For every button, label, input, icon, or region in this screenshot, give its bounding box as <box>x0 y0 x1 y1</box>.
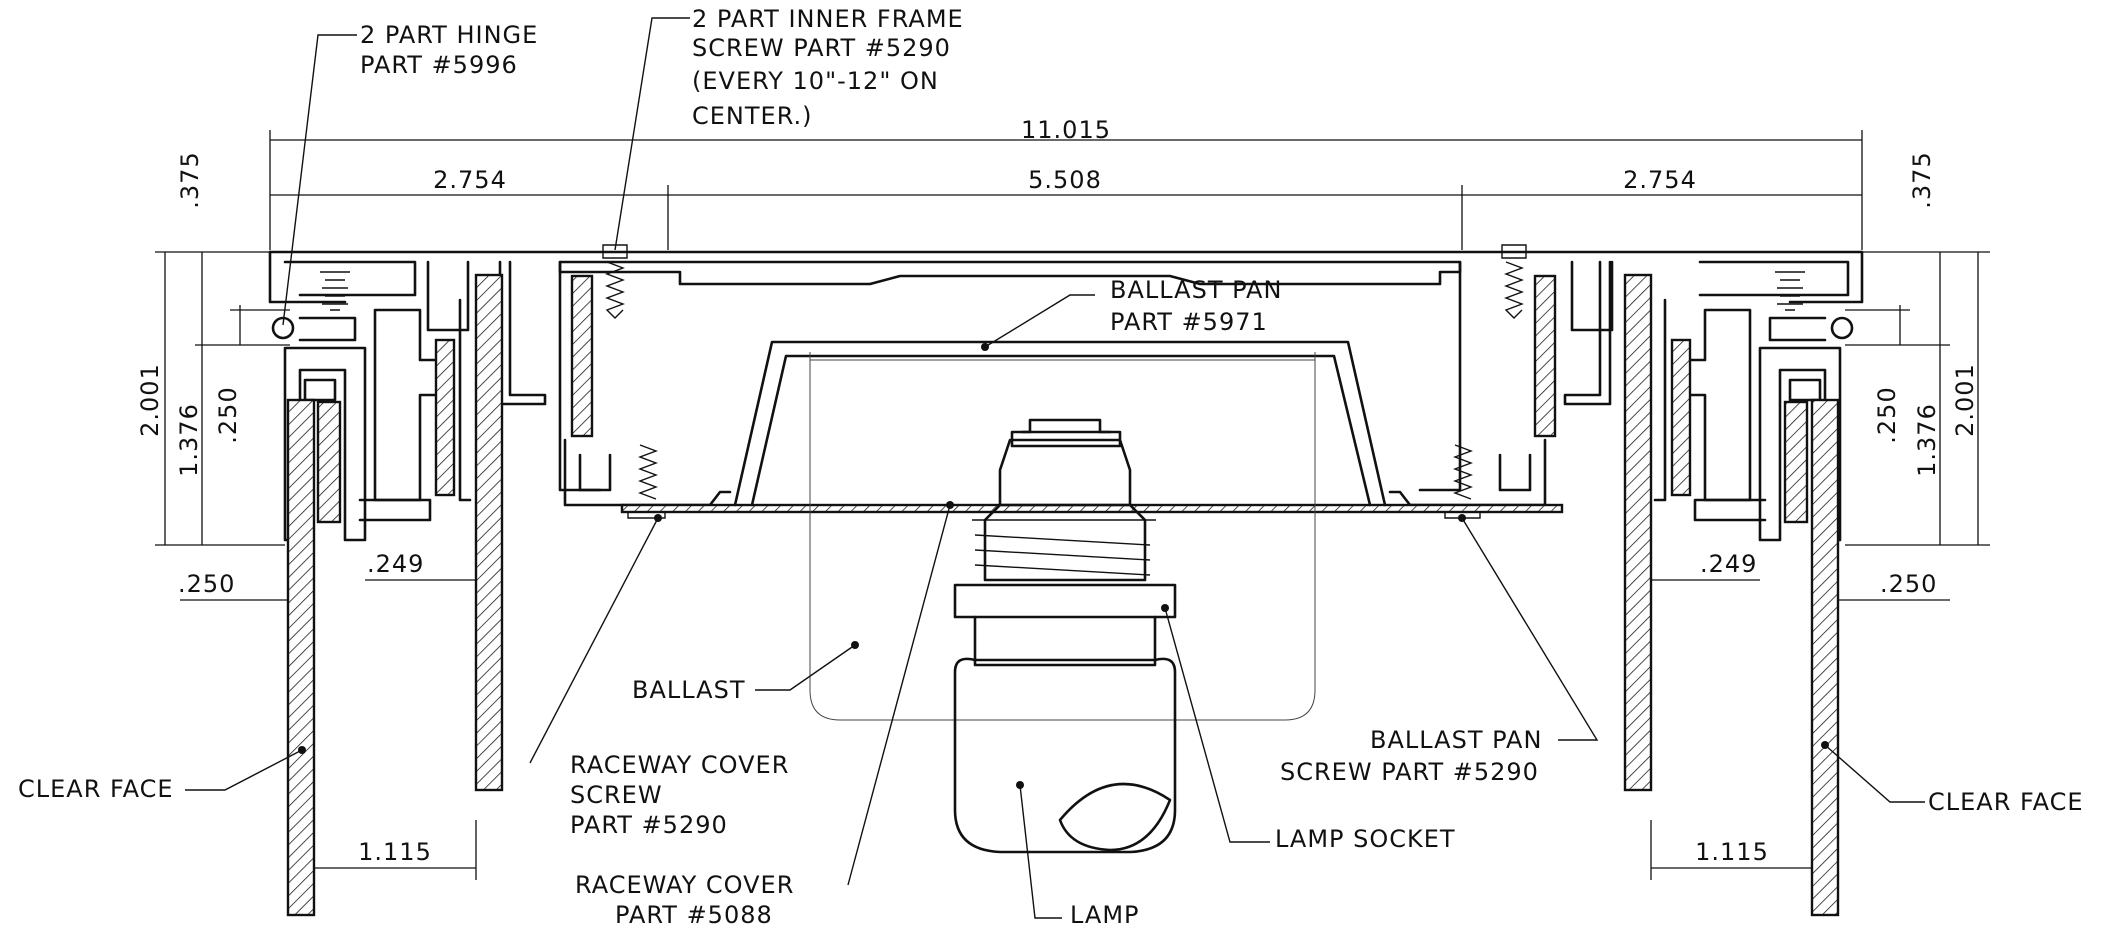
clear-face-right-inner <box>1623 273 1653 792</box>
callout-raceway-cover-screw-line2: SCREW <box>570 781 663 809</box>
callout-lamp-socket-line1: LAMP SOCKET <box>1275 825 1456 853</box>
callout-hinge-line1: 2 PART HINGE <box>360 21 538 49</box>
dim-face-spacing-right: 1.115 <box>1695 838 1769 866</box>
callout-raceway-cover-screw-line3: PART #5290 <box>570 811 728 839</box>
callout-ballast-pan-screw-line2: SCREW PART #5290 <box>1280 758 1539 786</box>
callout-clear-face-right: CLEAR FACE <box>1928 788 2084 816</box>
clear-faces <box>286 273 1840 917</box>
callout-raceway-cover: RACEWAY COVER PART #5088 <box>575 871 794 929</box>
dim-top-offset-right: .375 <box>1908 151 1936 208</box>
dim-face-spacing-left: 1.115 <box>358 838 432 866</box>
callout-lamp-socket: LAMP SOCKET <box>1275 825 1456 853</box>
clear-face-left-outer <box>286 398 316 917</box>
callout-inner-frame-screw-line4: CENTER.) <box>692 102 813 130</box>
callout-ballast-pan-screw: BALLAST PAN SCREW PART #5290 <box>1280 726 1542 786</box>
callout-raceway-cover-screw: RACEWAY COVER SCREW PART #5290 <box>570 751 789 839</box>
callout-clear-face-right-line1: CLEAR FACE <box>1928 788 2084 816</box>
callout-ballast-pan-line2: PART #5971 <box>1110 308 1268 336</box>
dim-face-gap-left: .249 <box>367 550 424 578</box>
left-hinge-assembly <box>271 271 472 542</box>
lamp-socket <box>953 418 1177 619</box>
dim-right-segment: 2.754 <box>1623 166 1697 194</box>
callout-ballast: BALLAST <box>632 676 746 704</box>
ballast-body <box>809 352 1316 721</box>
callout-hinge-line2: PART #5996 <box>360 51 518 79</box>
dim-overall-height-right: 2.001 <box>1951 363 1979 437</box>
dim-lower-height-right: 1.376 <box>1913 403 1941 477</box>
leader-lines <box>185 17 1925 919</box>
callout-ballast-pan-screw-line1: BALLAST PAN <box>1370 726 1542 754</box>
dim-face-thickness-right: .250 <box>1880 570 1937 598</box>
cabinet-frame <box>268 250 1864 507</box>
clear-face-right-outer <box>1810 398 1840 917</box>
dim-overall-height-left: 2.001 <box>136 363 164 437</box>
callout-ballast-pan-line1: BALLAST PAN <box>1110 276 1282 304</box>
right-hinge-assembly <box>1653 271 1854 542</box>
dim-overall-width: 11.015 <box>1021 116 1111 144</box>
dim-lower-height-left: 1.376 <box>175 403 203 477</box>
callout-inner-frame-screw-line2: SCREW PART #5290 <box>692 34 951 62</box>
callout-inner-frame-screw: 2 PART INNER FRAME SCREW PART #5290 (EVE… <box>692 5 964 130</box>
lamp <box>953 615 1177 854</box>
dim-left-segment: 2.754 <box>433 166 507 194</box>
dim-top-offset-left: .375 <box>176 151 204 208</box>
callout-raceway-cover-line2: PART #5088 <box>615 901 773 929</box>
dim-hinge-offset-left: .250 <box>214 386 242 443</box>
dimension-lines <box>155 130 1990 880</box>
callout-hinge: 2 PART HINGE PART #5996 <box>360 21 538 79</box>
callout-inner-frame-screw-line3: (EVERY 10"-12" ON <box>692 67 939 95</box>
callout-lamp: LAMP <box>1070 901 1140 929</box>
callout-lamp-line1: LAMP <box>1070 901 1140 929</box>
callout-ballast-pan: BALLAST PAN PART #5971 <box>1110 276 1282 336</box>
callout-clear-face-left: CLEAR FACE <box>18 775 174 803</box>
callout-raceway-cover-screw-line1: RACEWAY COVER <box>570 751 789 779</box>
callout-raceway-cover-line1: RACEWAY COVER <box>575 871 794 899</box>
callout-ballast-line1: BALLAST <box>632 676 746 704</box>
leader-dots <box>298 343 1829 789</box>
callout-inner-frame-screw-line1: 2 PART INNER FRAME <box>692 5 964 33</box>
clear-face-left-inner <box>474 273 504 792</box>
dimension-labels: 11.015 2.754 5.508 2.754 .375 .375 2.001… <box>136 116 1979 866</box>
callout-clear-face-left-line1: CLEAR FACE <box>18 775 174 803</box>
dim-center-segment: 5.508 <box>1028 166 1102 194</box>
dim-face-thickness-left: .250 <box>178 570 235 598</box>
ballast-pan <box>733 340 1387 507</box>
dim-face-gap-right: .249 <box>1700 550 1757 578</box>
dim-hinge-offset-right: .250 <box>1873 386 1901 443</box>
